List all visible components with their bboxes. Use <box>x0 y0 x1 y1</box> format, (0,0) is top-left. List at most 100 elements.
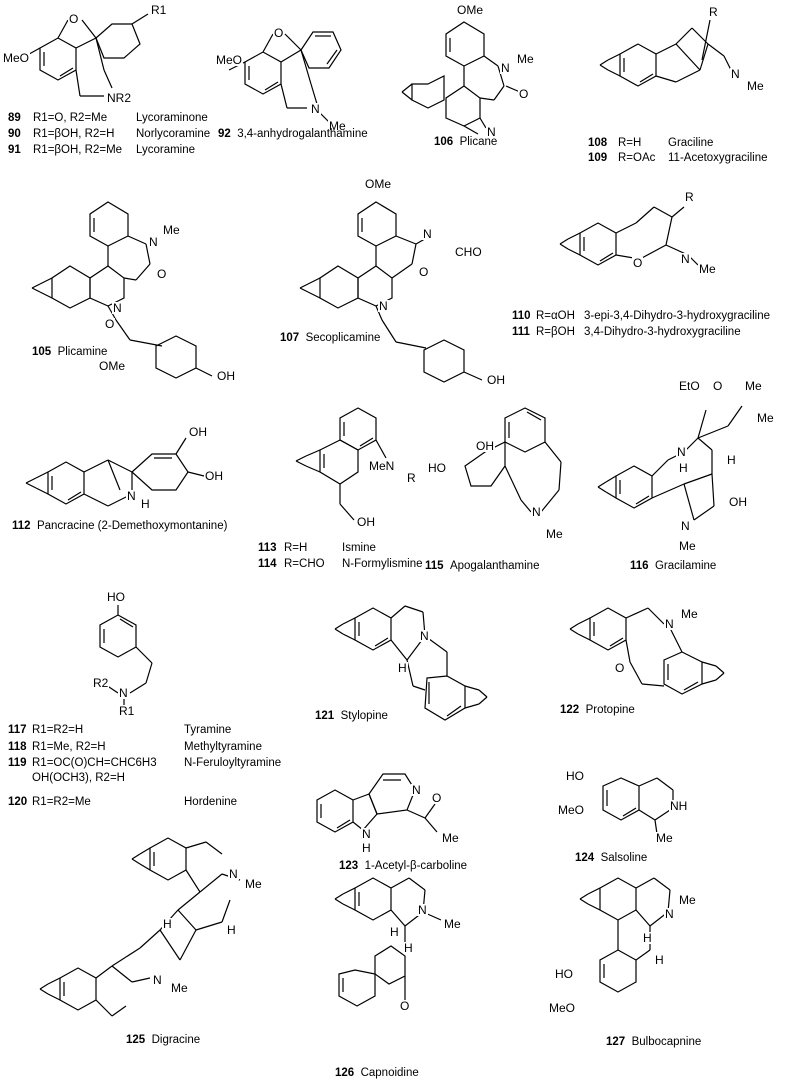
atom-label-me: Me <box>516 52 535 66</box>
atom-label-o2: O <box>104 317 116 331</box>
atom-label-n: N <box>118 686 129 700</box>
compound-108-109-panel: R N Me 108 R=H Graciline 109 R=OAc 11-Ac… <box>560 0 788 175</box>
atom-label-o: O <box>632 256 644 270</box>
compound-126-structure <box>334 877 442 1007</box>
compound-117-120-panel: HO R2 N R1 117 R1=R2=H Tyramine 118 R1=M… <box>0 585 300 785</box>
compound-89-91-structure <box>21 13 149 97</box>
atom-label-meo: MeO <box>557 803 586 817</box>
compound-122-caption: 122 Protopine <box>560 704 635 716</box>
compound-123-structure <box>316 773 438 833</box>
atom-label-ho: HO <box>565 769 585 783</box>
compound-110-111-structure <box>559 206 699 266</box>
compound-117-120-structure <box>99 605 153 705</box>
atom-label-r: R <box>406 471 417 485</box>
atom-label-ome: MeO <box>215 53 244 67</box>
compound-91-row: 91 R1=βOH, R2=Me Lycoramine <box>8 144 196 156</box>
atom-label-me: Me <box>744 379 763 393</box>
atom-label-n: N <box>531 505 542 519</box>
atom-label-n2: N <box>378 299 389 313</box>
compound-110-row: 110 R=αOH 3-epi-3,4-Dihydro-3-hydroxygra… <box>512 310 770 322</box>
compound-105-panel: OMe N Me O N O OH 105 Plicamine <box>0 180 260 383</box>
compound-127-structure <box>579 877 671 993</box>
atom-label-me: Me <box>746 79 765 93</box>
atom-label-n: N <box>500 61 511 75</box>
compound-113-114-structure <box>295 407 387 521</box>
atom-label-n: N <box>419 629 430 643</box>
atom-label-ome: MeO <box>2 51 31 65</box>
compound-106-panel: OMe N Me O N 106 Plicane <box>390 0 570 165</box>
atom-label-n: N <box>411 783 422 797</box>
compound-92-caption: 92 3,4-anhydrogalanthamine <box>218 128 368 140</box>
atom-label-me3: Me <box>678 539 697 553</box>
atom-label-h1: H <box>389 925 400 939</box>
compound-122-panel: N Me O 122 Protopine <box>530 590 788 760</box>
compound-112-panel: OH OH N H 112 Pancracine (2-Demethoxymon… <box>0 410 260 540</box>
atom-label-me: Me <box>328 119 347 133</box>
atom-label-o: O <box>431 791 443 805</box>
compound-106-caption: 106 Plicane <box>434 136 498 148</box>
atom-label-o: O <box>399 999 411 1013</box>
atom-label-me: Me <box>441 831 460 845</box>
compound-114-row: 114 R=CHO N-Formylismine <box>258 558 423 570</box>
atom-label-oh: OH <box>216 369 236 383</box>
compound-108-109-structure <box>599 19 733 87</box>
compound-89-row: 89 R1=O, R2=Me Lycoraminone <box>8 112 208 124</box>
atom-label-ho: HO <box>106 590 126 604</box>
atom-label-ome: OMe <box>456 3 485 17</box>
atom-label-h2: H <box>226 923 237 937</box>
atom-label-ome: OMe <box>98 359 127 373</box>
atom-label-n2: N <box>486 125 497 139</box>
compound-107-structure <box>299 201 483 383</box>
compound-116-panel: EtO O Me Me N H H OH N Me 116 Gracilamin… <box>588 380 788 580</box>
compound-106-structure <box>401 21 521 135</box>
compound-92-panel: O MeO N Me 92 3,4-anhydrogalanthamine <box>215 0 375 160</box>
atom-label-ho: HO <box>427 461 447 475</box>
compound-107-caption: 107 Secoplicamine <box>280 332 381 344</box>
compound-105-caption: 105 Plicamine <box>32 346 108 358</box>
compound-122-structure <box>569 607 725 695</box>
atom-label-o: O <box>712 379 724 393</box>
compound-124-caption: 124 Salsoline <box>575 852 648 864</box>
atom-label-me: Me <box>162 223 181 237</box>
atom-label-r1: R1 <box>118 704 136 718</box>
atom-label-oh1: OH <box>188 425 208 439</box>
atom-label-h: H <box>140 497 151 511</box>
atom-label-nr2: NR2 <box>106 91 133 105</box>
atom-label-o: O <box>156 267 168 281</box>
compound-116-structure <box>597 405 743 521</box>
atom-label-me: Me <box>545 527 564 541</box>
atom-label-eto: EtO <box>678 379 701 393</box>
atom-label-h: H <box>361 841 372 855</box>
compound-113-row: 113 R=H Ismine <box>258 542 376 554</box>
atom-label-oh2: OH <box>204 469 224 483</box>
compound-107-panel: OMe N CHO O N OH 107 Secoplicamine <box>258 178 518 390</box>
compound-123-panel: N N H O Me 123 1-Acetyl-β-carboline <box>295 760 535 872</box>
atom-label-o: O <box>614 661 626 675</box>
atom-label-n: N <box>680 252 691 266</box>
atom-label-me: Me <box>698 262 717 276</box>
atom-label-o: O <box>273 26 285 40</box>
atom-label-r1: R1 <box>150 3 168 17</box>
atom-label-o: O <box>418 265 430 279</box>
atom-label-cho: CHO <box>454 245 483 259</box>
atom-label-h1: H <box>162 917 173 931</box>
atom-label-h2: H <box>654 953 665 967</box>
compound-89-91-panel: O R1 MeO NR2 89 R1=O, R2=Me Lycoraminone… <box>0 0 210 175</box>
atom-label-h: H <box>397 661 408 675</box>
compound-120-row: 120 R1=R2=Me Hordenine <box>8 796 238 808</box>
atom-label-o: O <box>68 12 80 26</box>
atom-label-r2: R2 <box>92 676 110 690</box>
compound-112-structure <box>25 437 205 507</box>
compound-118-row: 118 R1=Me, R2=H Methyltyramine <box>8 741 262 753</box>
atom-label-me: Me <box>678 893 697 907</box>
atom-label-n: N <box>126 489 137 503</box>
compound-110-111-panel: R N Me O 110 R=αOH 3-epi-3,4-Dihydro-3-h… <box>512 185 788 345</box>
atom-label-meo: MeO <box>548 1001 577 1015</box>
compound-113-114-panel: MeN R OH 113 R=H Ismine 114 R=CHO N-Form… <box>258 400 433 580</box>
compound-127-panel: N Me H H HO MeO 127 Bulbocapnine <box>540 860 788 1060</box>
compound-115-panel: OH HO N Me 115 Apogalanthamine <box>425 400 590 580</box>
atom-label-n: N <box>730 67 741 81</box>
compound-105-structure <box>31 201 213 379</box>
compound-117-row: 117 R1=R2=H Tyramine <box>8 724 232 736</box>
compound-115-caption: 115 Apogalanthamine <box>425 560 540 572</box>
